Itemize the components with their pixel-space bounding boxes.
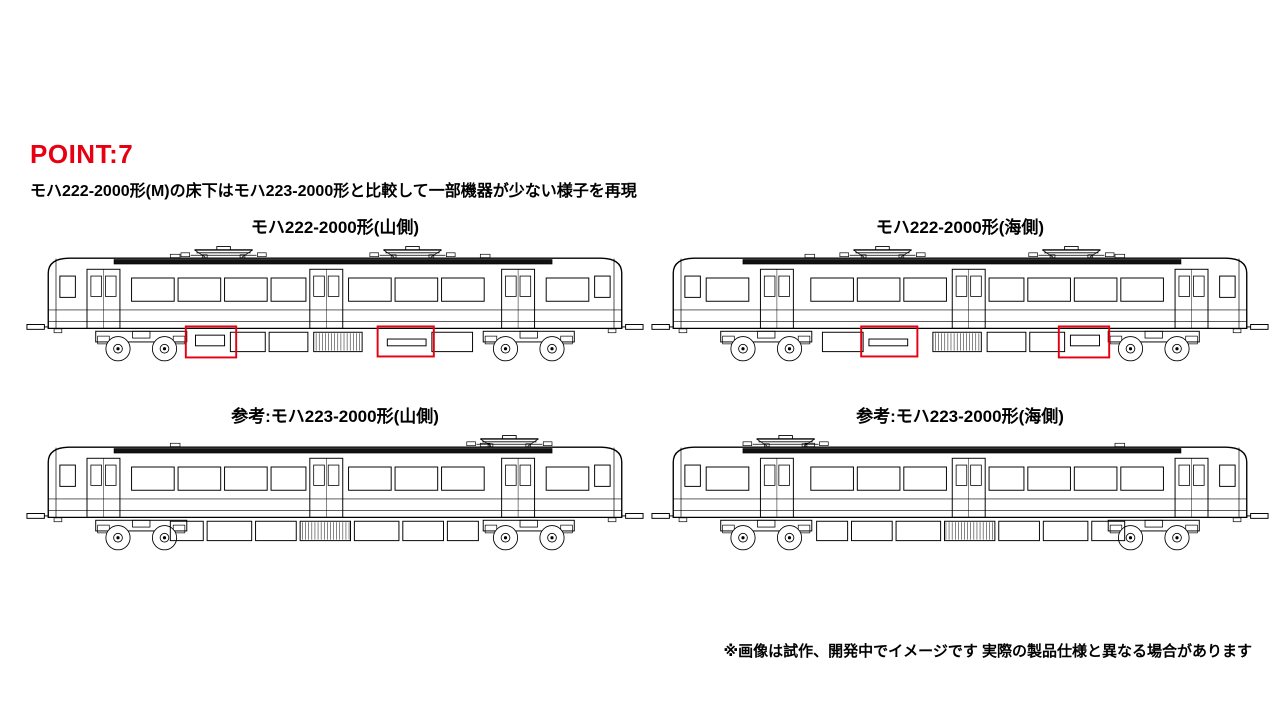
figure-moha223-umiside: 参考:モハ223-2000形(海側) bbox=[650, 402, 1270, 566]
train-diagram-moha222-umiside bbox=[650, 241, 1270, 377]
figure-moha222-umiside: モハ222-2000形(海側) bbox=[650, 213, 1270, 377]
figure-title-moha223-yamaside: 参考:モハ223-2000形(山側) bbox=[231, 407, 439, 426]
point-description: モハ222-2000形(M)の床下はモハ223-2000形と比較して一部機器が少… bbox=[30, 183, 637, 200]
point-heading: POINT:7 bbox=[30, 139, 134, 169]
train-diagram-moha223-yamaside bbox=[25, 430, 645, 566]
disclaimer-text: ※画像は試作、開発中でイメージです 実際の製品仕様と異なる場合があります bbox=[723, 643, 1252, 660]
train-diagram-moha223-umiside bbox=[650, 430, 1270, 566]
figure-title-moha222-umiside: モハ222-2000形(海側) bbox=[875, 218, 1045, 237]
train-diagram-moha222-yamaside bbox=[25, 241, 645, 377]
figure-moha223-yamaside: 参考:モハ223-2000形(山側) bbox=[25, 402, 645, 566]
figure-title-moha223-umiside: 参考:モハ223-2000形(海側) bbox=[856, 407, 1064, 426]
figure-title-moha222-yamaside: モハ222-2000形(山側) bbox=[250, 218, 420, 237]
figure-moha222-yamaside: モハ222-2000形(山側) bbox=[25, 213, 645, 377]
